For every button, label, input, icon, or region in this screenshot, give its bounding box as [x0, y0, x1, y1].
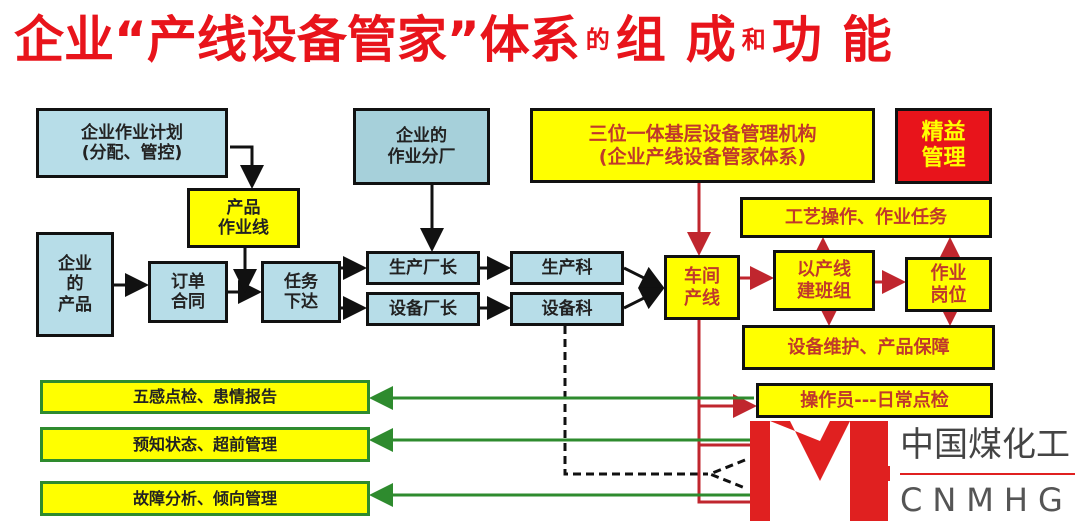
logo-mark — [750, 421, 890, 521]
logo: 中国煤化工 CNMHG — [750, 421, 1080, 521]
title-main: 企业“产线设备管家”体系 — [14, 11, 580, 69]
product-line-box: 产品 作业线 — [187, 188, 300, 248]
three-in-one-box: 三位一体基层设备管理机构 (企业产线设备管家体系) — [530, 108, 875, 183]
page-title: 企业“产线设备管家”体系的组成和功能 — [14, 10, 892, 70]
title-he: 和 — [741, 26, 766, 54]
output-box-1: 五感点检、患情报告 — [40, 380, 370, 414]
equipment-director-box: 设备厂长 — [366, 292, 480, 326]
logo-divider — [900, 473, 1075, 475]
title-zu: 组 — [615, 11, 666, 69]
logo-cn: 中国煤化工 — [900, 425, 1070, 465]
order-box: 订单 合同 — [148, 261, 228, 323]
craft-box: 工艺操作、作业任务 — [740, 197, 992, 238]
branch-factory-box: 企业的 作业分厂 — [353, 108, 490, 185]
title-gong: 功 — [771, 11, 822, 69]
equipment-dept-box: 设备科 — [510, 292, 624, 326]
task-box: 任务 下达 — [261, 261, 341, 323]
operator-box: 操作员---日常点检 — [756, 383, 993, 418]
post-box: 作业 岗位 — [905, 257, 992, 312]
logo-en: CNMHG — [900, 481, 1073, 519]
title-neng: 能 — [841, 11, 892, 69]
title-cheng: 成 — [685, 11, 736, 69]
output-box-2: 预知状态、超前管理 — [40, 427, 370, 462]
workshop-box: 车间 产线 — [664, 255, 740, 320]
output-box-3: 故障分析、倾向管理 — [40, 481, 370, 516]
team-box: 以产线 建班组 — [773, 250, 875, 311]
title-de: 的 — [585, 26, 610, 54]
production-director-box: 生产厂长 — [366, 251, 480, 285]
enterprise-product-box: 企业 的 产品 — [36, 232, 114, 337]
plan-box: 企业作业计划 (分配、管控) — [36, 108, 228, 178]
maintenance-box: 设备维护、产品保障 — [742, 325, 995, 370]
production-dept-box: 生产科 — [510, 251, 624, 285]
lean-management-box: 精益 管理 — [895, 108, 992, 184]
